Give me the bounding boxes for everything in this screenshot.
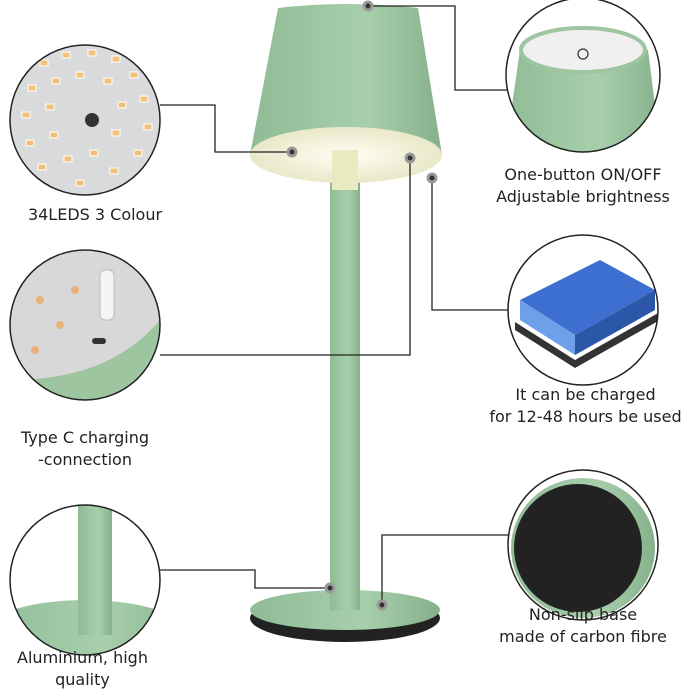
led-board-closeup: [10, 45, 160, 195]
base-label: Non-slip base made of carbon fibre: [499, 605, 667, 646]
lamp: [250, 4, 442, 642]
shade: [250, 4, 442, 155]
power-icon: [577, 48, 589, 60]
leds-label: 34LEDS 3 Colour: [27, 205, 163, 224]
battery-closeup: [508, 235, 658, 385]
aluminium-label: Aluminium, high quality: [17, 648, 148, 689]
callout-lines: [160, 5, 510, 605]
aluminium-closeup: [10, 505, 160, 655]
battery-label: It can be charged for 12-48 hours be use…: [489, 385, 682, 426]
button-closeup: [506, 0, 660, 152]
typec-closeup: [10, 250, 160, 400]
stem: [330, 150, 360, 610]
button-label: One-button ON/OFF Adjustable brightness: [496, 165, 670, 206]
typec-label: Type C charging -connection: [20, 428, 150, 469]
base-closeup: [508, 470, 658, 620]
callout-dots: [286, 0, 438, 611]
